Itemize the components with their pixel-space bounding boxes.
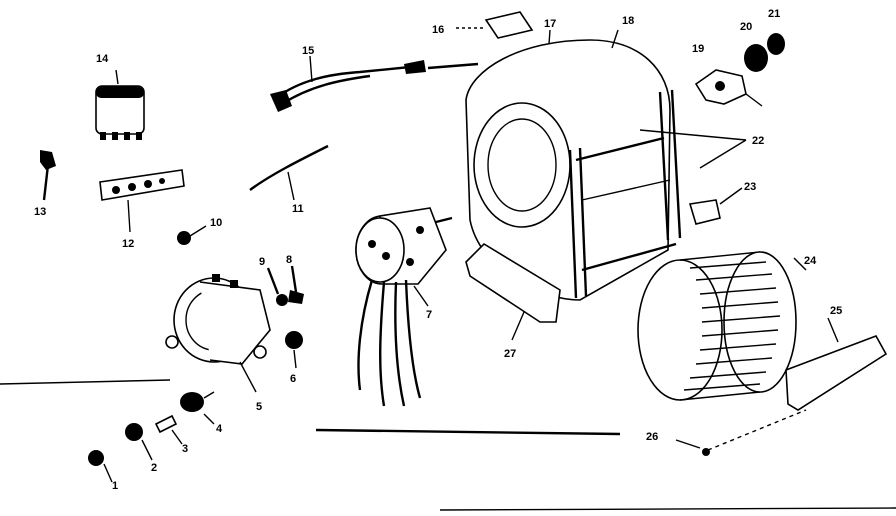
label-16: 16 [432, 24, 444, 36]
label-6: 6 [290, 373, 296, 385]
label-8: 8 [286, 254, 292, 266]
part-18-blower-housing [465, 29, 682, 301]
part-23-bracket [688, 187, 743, 225]
part-25-cutoff [785, 317, 888, 411]
part-11-wire [249, 144, 329, 201]
label-20: 20 [740, 21, 752, 33]
part-20-bumper [744, 44, 768, 72]
part-13-clip [40, 150, 56, 201]
label-12: 12 [122, 238, 134, 250]
part-14-relay [95, 69, 145, 140]
label-1: 1 [112, 480, 118, 492]
part-9-bolt [266, 267, 288, 306]
part-27-bracket [465, 242, 561, 341]
part-21-bumper [767, 33, 785, 55]
label-23: 23 [744, 181, 756, 193]
part-12-terminal-strip [99, 169, 185, 233]
part-10-clip [177, 225, 207, 245]
label-22: 22 [752, 135, 764, 147]
scan-rules [0, 379, 896, 511]
label-7: 7 [426, 309, 432, 321]
part-16-plate [456, 11, 534, 39]
part-24-blower-wheel [637, 251, 807, 401]
label-27: 27 [504, 348, 516, 360]
label-11: 11 [292, 203, 304, 215]
label-2: 2 [151, 462, 157, 474]
part-8-bolt [288, 265, 304, 304]
label-18: 18 [622, 15, 634, 27]
part-19-mount [694, 69, 763, 107]
part-4-nut [180, 391, 215, 425]
part-5-motor-mount [165, 274, 271, 393]
part-15-harness [270, 55, 479, 112]
label-25: 25 [830, 305, 842, 317]
part-2-washer [125, 423, 153, 461]
label-10: 10 [210, 217, 222, 229]
label-26: 26 [646, 431, 658, 443]
label-17: 17 [544, 18, 556, 30]
label-24: 24 [804, 255, 817, 267]
part-labels: 1 2 3 4 5 6 7 8 9 10 11 12 13 14 15 16 1… [34, 8, 842, 492]
label-9: 9 [259, 256, 265, 268]
part-3-washer [154, 414, 183, 445]
part-22-leaders [639, 129, 747, 169]
label-3: 3 [182, 443, 188, 455]
label-13: 13 [34, 206, 46, 218]
part-7-motor [355, 207, 453, 407]
label-15: 15 [302, 45, 314, 57]
label-5: 5 [256, 401, 262, 413]
label-14: 14 [96, 53, 109, 65]
part-6-grommet [285, 331, 303, 369]
label-4: 4 [216, 423, 223, 435]
label-21: 21 [768, 8, 780, 20]
part-1-bolt [88, 450, 113, 483]
label-19: 19 [692, 43, 704, 55]
part-26-screw [675, 409, 807, 456]
